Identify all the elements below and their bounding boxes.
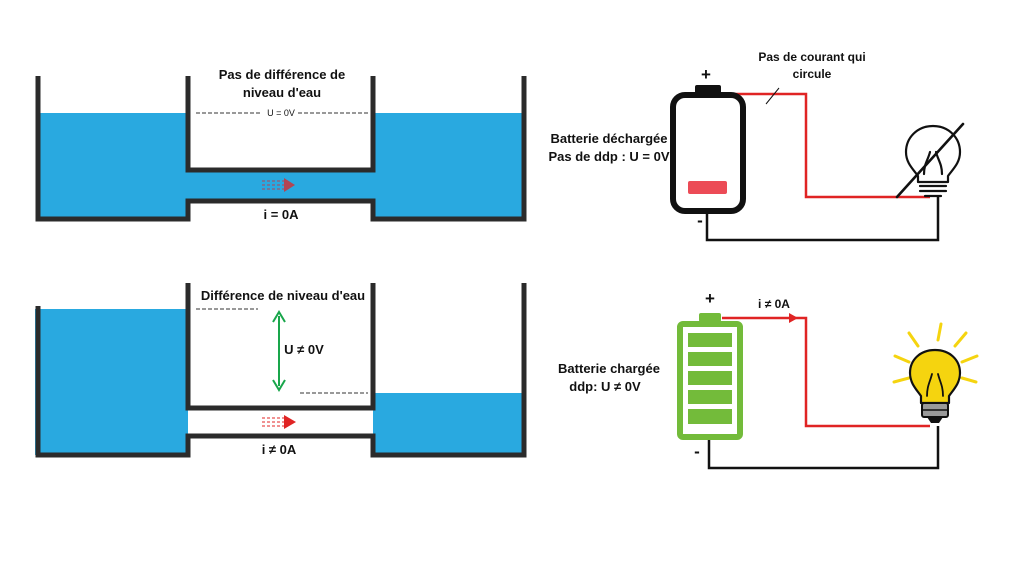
wire-label-line1: Pas de courant qui bbox=[758, 50, 865, 64]
water-body bbox=[38, 113, 524, 219]
lightbulb-off-icon bbox=[895, 122, 965, 199]
circuit-charged: Batterie chargée ddp: U ≠ 0V + - i ≠ 0A bbox=[558, 289, 979, 470]
minus-sign: - bbox=[694, 442, 700, 461]
current-label: i = 0A bbox=[263, 207, 299, 222]
battery-full-icon bbox=[677, 313, 743, 440]
vessel-walls bbox=[35, 76, 527, 222]
red-wire bbox=[722, 316, 930, 428]
current-label: i ≠ 0A bbox=[758, 297, 790, 311]
red-wire bbox=[721, 92, 930, 199]
battery-label-line1: Batterie déchargée bbox=[550, 131, 667, 146]
water-body bbox=[35, 309, 524, 455]
wire-label-line2: circule bbox=[793, 67, 832, 81]
lightbulb-on-icon bbox=[892, 322, 979, 423]
voltage-label: U ≠ 0V bbox=[284, 342, 324, 357]
plus-sign: + bbox=[701, 65, 711, 84]
flow-arrow-faded bbox=[262, 178, 295, 192]
water-title-line1: Pas de différence de bbox=[219, 67, 345, 82]
water-analogy-equal-levels: U = 0V Pas de différence de niveau d'eau… bbox=[35, 67, 527, 222]
black-wire bbox=[705, 197, 940, 242]
water-analogy-different-levels: Différence de niveau d'eau U ≠ 0V i ≠ 0A bbox=[35, 283, 527, 458]
current-arrow bbox=[789, 313, 798, 323]
battery-label-line2: ddp: U ≠ 0V bbox=[569, 379, 641, 394]
voltage-label: U = 0V bbox=[267, 108, 295, 118]
battery-empty-icon bbox=[670, 85, 746, 214]
plus-sign: + bbox=[705, 289, 715, 308]
wire-label-pointer bbox=[765, 87, 780, 105]
flow-arrow bbox=[262, 415, 296, 429]
battery-label-line2: Pas de ddp : U = 0V bbox=[548, 149, 669, 164]
water-title: Différence de niveau d'eau bbox=[201, 288, 365, 303]
current-label: i ≠ 0A bbox=[262, 442, 297, 457]
vessel-middle-basin bbox=[185, 283, 376, 411]
vessel-walls bbox=[35, 283, 527, 458]
vessel-middle-basin bbox=[185, 76, 376, 173]
circuit-discharged: Batterie déchargée Pas de ddp : U = 0V +… bbox=[548, 50, 965, 242]
battery-label-line1: Batterie chargée bbox=[558, 361, 660, 376]
level-difference-arrow bbox=[272, 310, 286, 392]
minus-sign: - bbox=[697, 211, 703, 230]
black-wire bbox=[707, 426, 940, 470]
water-title-line2: niveau d'eau bbox=[243, 85, 321, 100]
